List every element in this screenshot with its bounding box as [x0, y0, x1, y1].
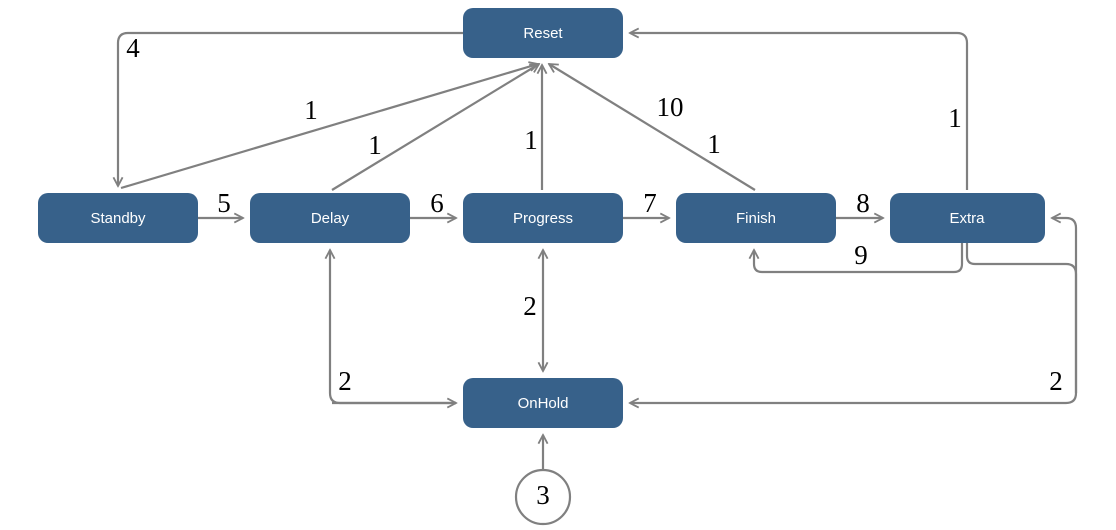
edge-label-delay-progress: 6	[430, 188, 444, 218]
node-progress[interactable]: Progress	[463, 193, 623, 243]
edge-finish-reset[interactable]	[549, 64, 756, 191]
edge-label-extra-onhold: 2	[1049, 366, 1063, 396]
edge-label-progress-reset: 1	[524, 125, 538, 155]
edge-label-delay-reset: 1	[368, 130, 382, 160]
node-onhold[interactable]: OnHold	[463, 378, 623, 428]
edge-label-extra-finish: 9	[854, 240, 868, 270]
node-extra-box[interactable]	[890, 193, 1045, 243]
edge-extra-reset[interactable]	[630, 33, 969, 190]
edge-label-extra-reset: 1	[948, 103, 962, 133]
node-reset-box[interactable]	[463, 8, 623, 58]
edge-label-standby-reset: 1	[304, 95, 318, 125]
edge-onhold-extra-inbound[interactable]	[1052, 218, 1078, 393]
start-marker[interactable]: 3	[514, 468, 572, 526]
node-delay[interactable]: Delay	[250, 193, 410, 243]
edges-layer	[118, 31, 1078, 470]
node-finish-box[interactable]	[676, 193, 836, 243]
edge-label-progress-finish: 7	[643, 188, 657, 218]
edge-onhold-delay[interactable]	[330, 250, 456, 405]
node-extra[interactable]: Extra	[890, 193, 1045, 243]
edge-extra-finish[interactable]	[754, 243, 964, 274]
edge-label-reset-standby: 4	[126, 33, 140, 63]
node-standby-box[interactable]	[38, 193, 198, 243]
edge-label-finish-reset-10: 10	[657, 92, 684, 122]
edge-label-finish-reset-1: 1	[707, 129, 721, 159]
edge-extra-onhold[interactable]	[630, 243, 1078, 403]
edge-label-standby-delay: 5	[217, 188, 231, 218]
node-finish[interactable]: Finish	[676, 193, 836, 243]
node-reset[interactable]: Reset	[463, 8, 623, 58]
node-standby[interactable]: Standby	[38, 193, 198, 243]
edge-label-finish-extra: 8	[856, 188, 870, 218]
edge-standby-reset[interactable]	[120, 64, 538, 190]
edge-reset-standby[interactable]	[118, 31, 463, 186]
node-progress-box[interactable]	[463, 193, 623, 243]
edge-delay-reset[interactable]	[331, 64, 539, 191]
start-marker-circle[interactable]	[514, 468, 572, 526]
edge-label-progress-onhold: 2	[523, 291, 537, 321]
edge-label-onhold-delay: 2	[338, 366, 352, 396]
node-onhold-box[interactable]	[463, 378, 623, 428]
node-delay-box[interactable]	[250, 193, 410, 243]
